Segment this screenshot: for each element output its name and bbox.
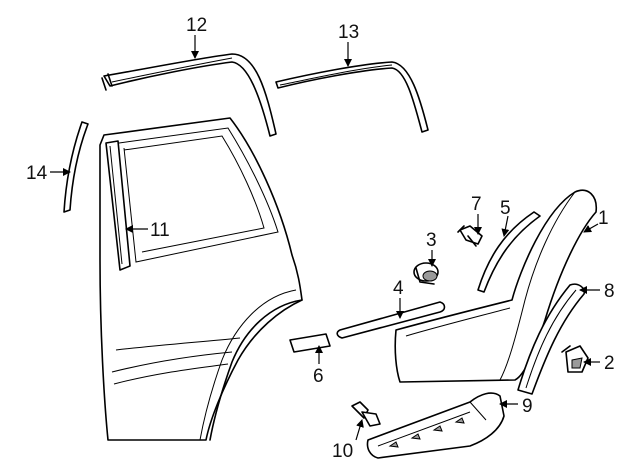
- part-1-fender-flare: [394, 189, 598, 383]
- callout-3: 3: [426, 230, 437, 251]
- part-7-push-clip: [457, 225, 483, 247]
- callout-14: 14: [26, 163, 48, 184]
- leader-5: [501, 215, 510, 237]
- part-13-frame-molding: [275, 61, 429, 133]
- callout-11: 11: [150, 220, 170, 241]
- part-3-clip: [413, 262, 439, 285]
- leader-1: [583, 223, 599, 233]
- part-12-roof-molding: [101, 53, 277, 137]
- part-6-pad: [289, 333, 331, 353]
- rear-door: [99, 117, 303, 441]
- part-10-push-rivet: [351, 401, 381, 427]
- callout-7: 7: [471, 194, 482, 215]
- callout-13: 13: [338, 22, 359, 43]
- callout-10: 10: [332, 441, 353, 462]
- part-5-arch-molding: [477, 211, 541, 293]
- callout-1: 1: [598, 208, 609, 229]
- leader-lines: [50, 35, 600, 441]
- part-11-division-bar: [105, 140, 131, 271]
- callout-2: 2: [604, 353, 615, 374]
- callout-8: 8: [604, 281, 615, 302]
- callout-5: 5: [500, 198, 511, 219]
- part-14-pillar-molding: [63, 121, 89, 213]
- leader-10: [355, 419, 364, 441]
- part-9-lower-garnish: [366, 392, 505, 459]
- callout-labels: 12 13 14 11 7 5 3 1 8 4 6 2 9 10: [26, 15, 615, 462]
- part-4-side-molding: [336, 301, 446, 339]
- callout-6: 6: [313, 366, 324, 387]
- part-2-clip: [561, 345, 589, 373]
- callout-12: 12: [186, 15, 207, 36]
- callout-9: 9: [522, 396, 533, 417]
- callout-4: 4: [393, 278, 404, 299]
